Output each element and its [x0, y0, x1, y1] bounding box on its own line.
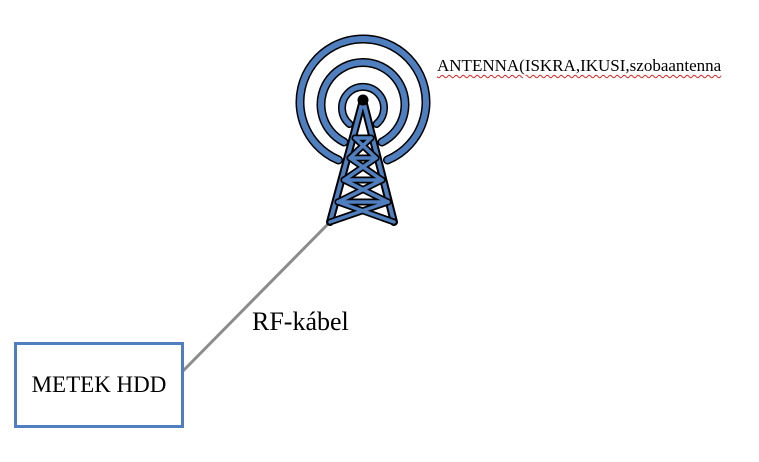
metek-hdd-box: METEK HDD: [14, 342, 184, 428]
antenna-tip: [357, 94, 369, 106]
rf-cable-label: RF-kábel: [252, 307, 349, 336]
device-label: METEK HDD: [31, 372, 167, 397]
rf-cable-line: [179, 220, 332, 375]
antenna-tower-icon: [295, 34, 431, 226]
antenna-label: ANTENNA(ISKRA,IKUSI,szobaantenna: [437, 56, 722, 75]
